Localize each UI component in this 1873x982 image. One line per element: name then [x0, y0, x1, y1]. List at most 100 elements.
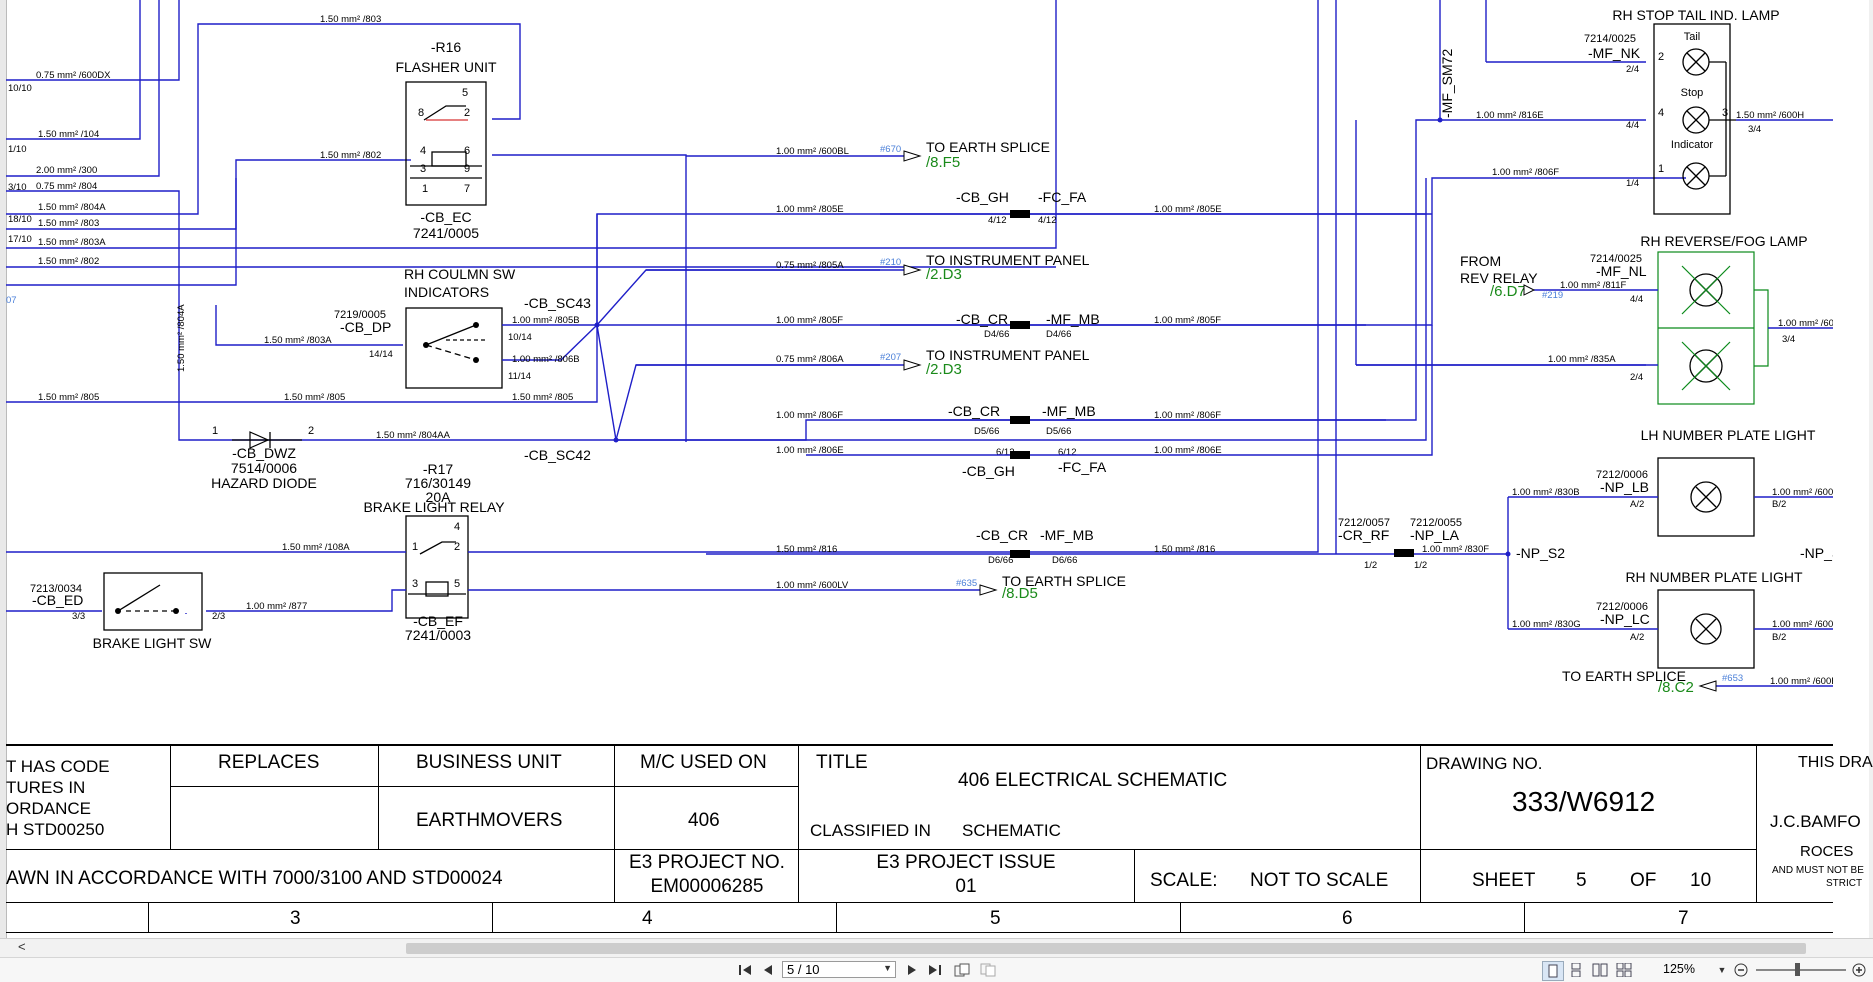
svg-text:18/10: 18/10	[8, 214, 32, 225]
svg-text:3/10: 3/10	[8, 182, 27, 193]
svg-text:7514/0006: 7514/0006	[231, 460, 297, 476]
company-name: J.C.BAMFO	[1770, 812, 1861, 831]
svg-text:1: 1	[212, 425, 218, 437]
svg-text:INDICATORS: INDICATORS	[404, 284, 489, 300]
svg-text:1.00 mm² /600BL: 1.00 mm² /600BL	[776, 146, 849, 157]
flasher-unit-r16: -R16 FLASHER UNIT 5 8 2 4 6 3 9 1 7 -CB_…	[395, 39, 497, 241]
chevron-down-icon[interactable]: ▼	[883, 963, 892, 973]
continuous-view-button[interactable]	[1566, 961, 1586, 979]
zoom-in-icon	[1852, 963, 1866, 977]
svg-text:1.50 mm² /104: 1.50 mm² /104	[38, 129, 99, 140]
svg-text:3/4: 3/4	[1782, 334, 1795, 345]
svg-text:3: 3	[412, 578, 418, 590]
last-page-button[interactable]	[926, 961, 944, 979]
svg-text:FLASHER UNIT: FLASHER UNIT	[395, 59, 497, 75]
previous-view-button[interactable]	[952, 961, 972, 979]
svg-text:4: 4	[454, 521, 460, 533]
svg-text:TO EARTH SPLICE: TO EARTH SPLICE	[1002, 573, 1126, 589]
rh-stop-tail-lamp: RH STOP TAIL IND. LAMP 7214/0025 -MF_NK …	[1584, 7, 1833, 215]
svg-text:/6.D7: /6.D7	[1490, 283, 1526, 300]
svg-text:-CB_DWZ: -CB_DWZ	[232, 445, 296, 461]
svg-text:TO EARTH SPLICE: TO EARTH SPLICE	[1562, 668, 1686, 684]
svg-text:REV RELAY: REV RELAY	[1460, 270, 1538, 286]
horizontal-scrollbar[interactable]: <	[0, 938, 1873, 958]
svg-text:BRAKE LIGHT SW: BRAKE LIGHT SW	[93, 635, 213, 651]
svg-text:-NP_LB: -NP_LB	[1600, 479, 1649, 495]
zoom-dropdown-icon[interactable]: ▼	[1717, 965, 1727, 975]
svg-text:0.75 mm² /804: 0.75 mm² /804	[36, 181, 97, 192]
first-page-button[interactable]	[736, 961, 754, 979]
previous-page-button[interactable]	[760, 961, 776, 979]
svg-text:9: 9	[464, 163, 470, 175]
zoom-slider-thumb[interactable]	[1795, 963, 1800, 976]
scroll-left-arrow[interactable]: <	[18, 939, 26, 954]
zoom-slider-track[interactable]	[1756, 969, 1846, 971]
svg-text:1.00 mm² /830F: 1.00 mm² /830F	[1422, 544, 1489, 555]
svg-text:-CB_CR: -CB_CR	[948, 403, 1000, 419]
left-panel-edge[interactable]	[0, 0, 7, 940]
svg-text:D4/66: D4/66	[1046, 329, 1071, 340]
svg-text:-CB_ED: -CB_ED	[32, 592, 83, 608]
svg-text:-CB_EF: -CB_EF	[413, 613, 463, 629]
svg-text:7: 7	[464, 183, 470, 195]
svg-text:TO INSTRUMENT PANEL: TO INSTRUMENT PANEL	[926, 347, 1090, 363]
svg-text:A/2: A/2	[1630, 499, 1644, 510]
page-number-field[interactable]: 5 / 10 ▼	[782, 961, 896, 978]
svg-text:1.00 mm² /877: 1.00 mm² /877	[246, 601, 307, 612]
svg-text:-CB_DP: -CB_DP	[340, 319, 391, 335]
offsheet-instrument-panel-2: TO INSTRUMENT PANEL /2.D3 #207	[636, 347, 1090, 378]
svg-text:D6/66: D6/66	[1052, 555, 1077, 566]
zoom-in-button[interactable]	[1850, 961, 1868, 979]
svg-text:-MF_MB: -MF_MB	[1042, 403, 1096, 419]
sheet-total: 10	[1690, 870, 1712, 891]
svg-text:1.00 mm² /830B: 1.00 mm² /830B	[1512, 487, 1580, 498]
svg-text:D6/66: D6/66	[988, 555, 1013, 566]
next-page-button[interactable]	[904, 961, 920, 979]
svg-text:0.75 mm² /806A: 0.75 mm² /806A	[776, 354, 844, 365]
lh-number-plate-light: LH NUMBER PLATE LIGHT 7212/0006 -NP_LB A…	[1596, 427, 1816, 537]
classified-value: SCHEMATIC	[962, 821, 1061, 840]
svg-text:7212/0006: 7212/0006	[1596, 601, 1648, 613]
svg-text:1.50 mm² /816: 1.50 mm² /816	[1154, 544, 1215, 555]
svg-text:11/14: 11/14	[508, 371, 531, 382]
svg-text:1.00 mm² /811F: 1.00 mm² /811F	[1560, 280, 1627, 291]
svg-text:1.50 mm² /108A: 1.50 mm² /108A	[282, 542, 350, 553]
svg-text:RH COULMN SW: RH COULMN SW	[404, 266, 516, 282]
previous-page-icon	[764, 965, 772, 975]
svg-text:716/30149: 716/30149	[405, 475, 471, 491]
svg-text:1.00 mm² /806F: 1.00 mm² /806F	[1492, 167, 1559, 178]
zoom-level[interactable]: 125%	[1663, 962, 1695, 976]
svg-text:FROM: FROM	[1460, 253, 1501, 269]
svg-text:1.00 mm² /835A: 1.00 mm² /835A	[1548, 354, 1616, 365]
connector-gh2: -CB_GH -FC_FA 6/12 6/12	[962, 447, 1107, 479]
next-view-button[interactable]	[978, 961, 998, 979]
svg-text:2/4: 2/4	[1626, 64, 1639, 75]
svg-text:5: 5	[454, 578, 460, 590]
scrollbar-thumb[interactable]	[406, 943, 1806, 954]
svg-text:17/10: 17/10	[8, 234, 32, 245]
svg-text:D5/66: D5/66	[974, 426, 999, 437]
svg-text:1/10: 1/10	[8, 144, 27, 155]
svg-text:7214/0025: 7214/0025	[1584, 33, 1636, 45]
svg-text:6/12: 6/12	[1058, 447, 1077, 458]
next-page-icon	[908, 965, 916, 975]
connector-cr3: -CB_CR -MF_MB D6/66 D6/66	[976, 527, 1094, 566]
zoom-out-button[interactable]	[1732, 961, 1750, 979]
np-connectors: 7212/0057 -CR_RF 7212/0055 -NP_LA 1/2 1/…	[1318, 496, 1833, 630]
svg-text:1: 1	[412, 541, 418, 553]
svg-text:2: 2	[464, 107, 470, 119]
svg-text:1.00 mm² /600LV: 1.00 mm² /600LV	[776, 580, 849, 591]
svg-text:/2.D3: /2.D3	[926, 266, 962, 283]
single-page-view-button[interactable]	[1542, 961, 1564, 981]
classified-label: CLASSIFIED IN	[810, 821, 931, 840]
svg-text:1.50 mm² /805: 1.50 mm² /805	[512, 392, 573, 403]
svg-text:1/4: 1/4	[1626, 178, 1639, 189]
two-page-continuous-button[interactable]	[1614, 961, 1634, 979]
svg-text:8: 8	[418, 107, 424, 119]
svg-text:TO EARTH SPLICE: TO EARTH SPLICE	[926, 139, 1050, 155]
svg-text:#210: #210	[880, 257, 901, 268]
two-page-view-button[interactable]	[1590, 961, 1610, 979]
drawing-no-label: DRAWING NO.	[1426, 754, 1543, 773]
svg-text:1.00 mm² /806E: 1.00 mm² /806E	[1154, 445, 1222, 456]
